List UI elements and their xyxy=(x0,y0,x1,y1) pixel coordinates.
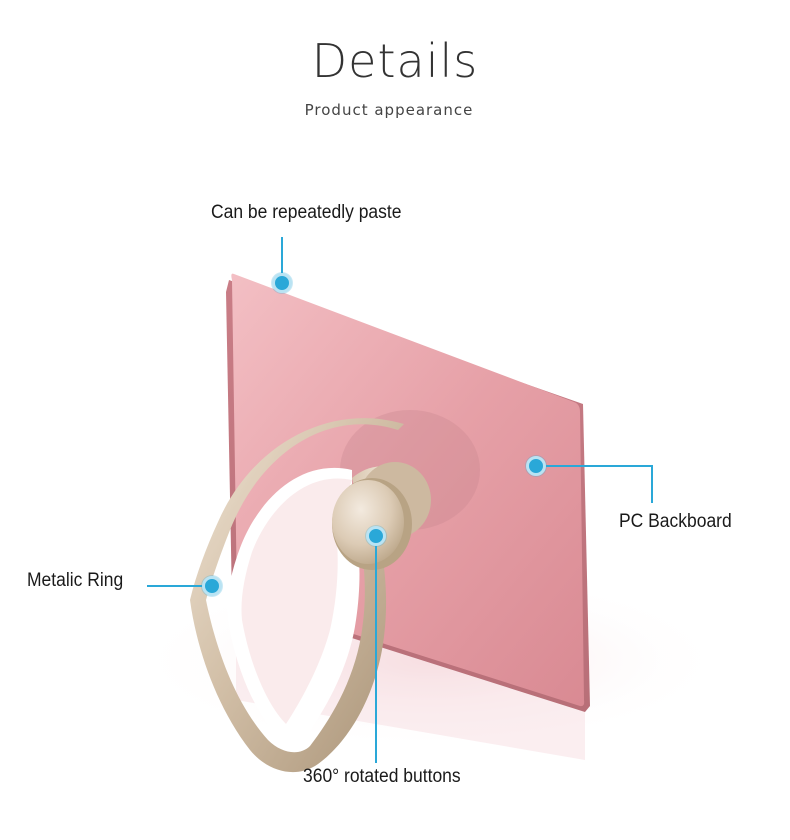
page-subtitle: Product appearance xyxy=(304,101,474,119)
marker-ring-dot xyxy=(202,576,222,596)
ring-band xyxy=(190,418,404,773)
page-title: Details xyxy=(311,34,479,88)
callout-rotated-buttons: 360° rotated buttons xyxy=(303,766,461,787)
marker-paste-dot xyxy=(272,273,292,293)
callout-repeatedly-paste: Can be repeatedly paste xyxy=(211,202,402,223)
callout-metalic-ring: Metalic Ring xyxy=(27,570,124,591)
marker-backboard-dot xyxy=(526,456,546,476)
callout-pc-backboard: PC Backboard xyxy=(619,511,732,532)
ring-inner-pink xyxy=(241,478,352,724)
connector-backboard xyxy=(543,465,653,503)
marker-buttons-dot xyxy=(366,526,386,546)
rotate-button xyxy=(332,480,404,564)
